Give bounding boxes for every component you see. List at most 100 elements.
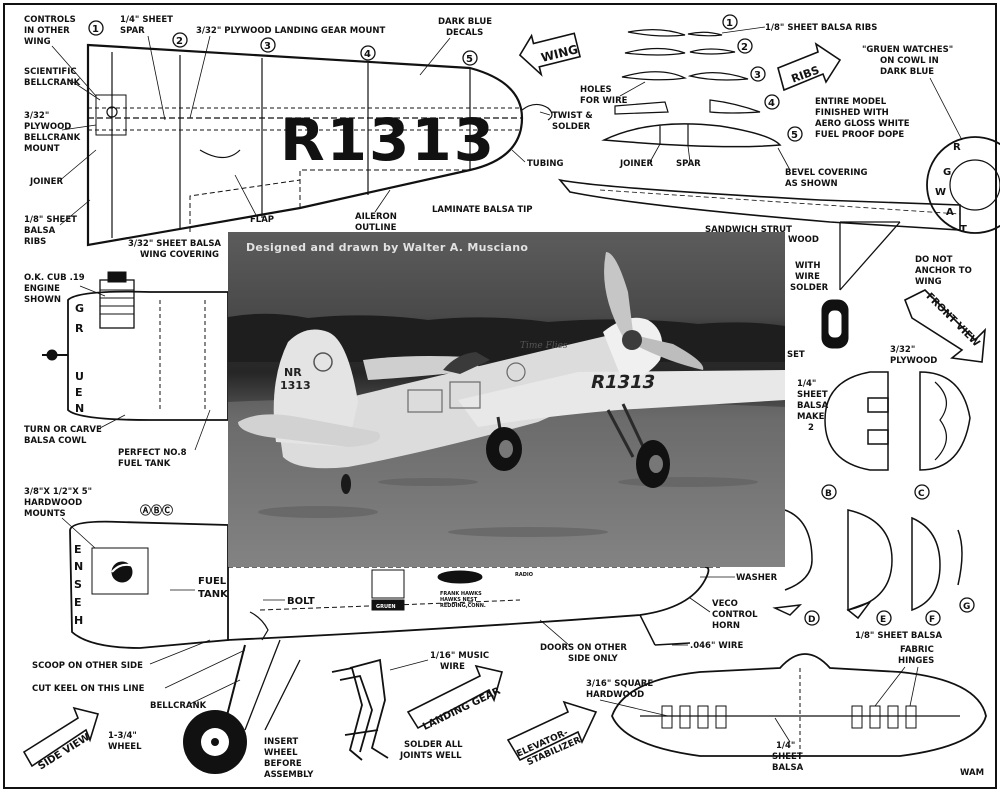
frank-hawks-1: FRANK HAWKS <box>440 591 482 597</box>
label-hardwood-2: HARDWOOD <box>24 498 82 508</box>
label-wing: WING <box>24 37 51 47</box>
label-sheet14-2: SHEET <box>797 390 828 400</box>
cowl-letter-u: U <box>75 370 84 383</box>
photo-tail-reg-2: 1313 <box>280 379 311 392</box>
station-5: 5 <box>466 54 473 65</box>
label-shown: SHOWN <box>24 295 61 305</box>
former-d: D <box>808 615 815 625</box>
label-washer: WASHER <box>736 573 778 583</box>
frank-hawks-2: HAWKS NEST <box>440 597 478 603</box>
label-wheel-size: 1-3/4" <box>108 731 137 741</box>
label-balsa: BALSA <box>24 226 56 236</box>
label-sheet14-5: 2 <box>808 423 814 433</box>
rib-station-numbers: 1 2 3 4 5 <box>722 14 803 142</box>
label-joiner-rib: JOINER <box>619 159 653 169</box>
front-view-cowl-letters: G R W A T <box>935 142 967 235</box>
label-plywood: PLYWOOD <box>24 122 71 132</box>
label-veco-3: HORN <box>712 621 740 631</box>
label-hardwood-1: 3/8"X 1/2"X 5" <box>24 487 92 497</box>
station-2: 2 <box>176 36 183 47</box>
label-do-not: DO NOT <box>915 255 953 265</box>
side-cowl-letter-n: N <box>74 560 83 573</box>
front-view-arrow: FRONT VIEW <box>903 289 987 363</box>
label-wire: WIRE <box>795 272 820 282</box>
label-wing-covering-2: WING COVERING <box>140 250 219 260</box>
side-cowl-letter-e2: E <box>74 596 82 609</box>
gruen-side-badge: GRUEN <box>376 604 396 610</box>
label-holes: HOLES <box>580 85 612 95</box>
label-scoop: SCOOP ON OTHER SIDE <box>32 661 143 671</box>
label-veco-2: CONTROL <box>712 610 758 620</box>
label-bolt: BOLT <box>287 596 315 607</box>
label-solder: SOLDER <box>790 283 829 293</box>
label-spar-rib: SPAR <box>676 159 701 169</box>
label-tank: TANK <box>198 589 229 600</box>
label-finish-1: ENTIRE MODEL <box>815 97 887 107</box>
label-fabric: FABRIC <box>900 645 934 655</box>
label-fuel: FUEL <box>198 576 227 587</box>
side-view-fuselage <box>69 520 720 649</box>
label-insert-4: ASSEMBLY <box>264 770 314 780</box>
side-cowl-letter-s: S <box>74 578 82 591</box>
rib-5: 5 <box>791 130 798 141</box>
label-in-other: IN OTHER <box>24 26 70 36</box>
label-stab-3: BALSA <box>772 763 804 773</box>
label-doors-1: DOORS ON OTHER <box>540 643 627 653</box>
label-veco-1: VECO <box>712 599 738 609</box>
label-scientific: SCIENTIFIC <box>24 67 77 77</box>
label-insert-3: BEFORE <box>264 759 302 769</box>
label-anchor-to: ANCHOR TO <box>915 266 972 276</box>
label-laminate-tip: LAMINATE BALSA TIP <box>432 205 533 215</box>
wing-station-numbers: 1 2 3 4 5 <box>88 20 478 66</box>
label-bevel-2: AS SHOWN <box>785 179 838 189</box>
station-3: 3 <box>264 41 271 52</box>
label-wing-covering-1: 3/32" SHEET BALSA <box>128 239 221 249</box>
label-cub: O.K. CUB .19 <box>24 273 85 283</box>
former-g: G <box>963 602 970 612</box>
side-cowl-letters: E N S E H <box>74 543 83 627</box>
former-labels: SET 3/32" PLYWOOD 1/4" SHEET BALSA MAKE … <box>787 345 943 641</box>
label-gruen-1: "GRUEN WATCHES" <box>862 45 953 55</box>
radio-label: RADIO <box>515 572 533 578</box>
label-engine: ENGINE <box>24 284 60 294</box>
label-fuel-tank-8: FUEL TANK <box>118 459 171 469</box>
frank-hawks-3: REDDING,CONN. <box>440 603 486 609</box>
label-stab-2: SHEET <box>772 752 803 762</box>
label-sheet18: 1/8" SHEET <box>24 215 77 225</box>
label-aileron-1: AILERON <box>355 212 397 222</box>
rib-leader-lines <box>619 26 963 171</box>
fuselage-formers <box>772 371 971 620</box>
model-photo: NR 1313 R1313 Time Flies Designed and dr… <box>228 232 785 567</box>
label-turn-carve: TURN OR CARVE <box>24 425 102 435</box>
rib-labels: 1/8" SHEET BALSA RIBS HOLES FOR WIRE JOI… <box>580 23 953 189</box>
station-1: 1 <box>92 24 99 35</box>
ribs-arrow: RIBS <box>777 42 842 92</box>
cowl-side-letters: G R U E N <box>75 302 84 415</box>
wing-registration: R1313 <box>280 106 496 174</box>
label-doors-2: SIDE ONLY <box>568 654 619 664</box>
cowl-letter-n: N <box>75 402 84 415</box>
label-hardwood-3: MOUNTS <box>24 509 66 519</box>
label-music-1: 1/16" MUSIC <box>430 651 489 661</box>
label-ply32: 3/32" <box>24 111 49 121</box>
label-square-2: HARDWOOD <box>586 690 644 700</box>
landing-gear-side <box>183 639 301 774</box>
label-bellcrank: BELLCRANK <box>24 78 81 88</box>
former-letters: B C D E F G <box>804 484 975 626</box>
label-dark-blue: DARK BLUE <box>438 17 492 27</box>
label-wam: WAM <box>960 768 984 778</box>
front-letter-g: G <box>943 167 951 178</box>
label-sheet14-3: BALSA <box>797 401 829 411</box>
label-do-not-wing: WING <box>915 277 942 287</box>
stabilizer-labels: 3/16" SQUARE HARDWOOD FABRIC HINGES 1/4"… <box>586 645 984 778</box>
rib-4: 4 <box>768 98 775 109</box>
label-square-1: 3/16" SQUARE <box>586 679 653 689</box>
stab-leader-lines <box>599 666 919 743</box>
photo-cowl-script: Time Flies <box>520 341 568 351</box>
label-stab-1: 1/4" <box>776 741 795 751</box>
label-controls: CONTROLS <box>24 15 76 25</box>
label-tubing: TUBING <box>527 159 563 169</box>
landing-gear-arrow: LANDING GEAR <box>406 664 504 733</box>
label-sheet-balsa-br: 1/8" SHEET BALSA <box>855 631 943 641</box>
